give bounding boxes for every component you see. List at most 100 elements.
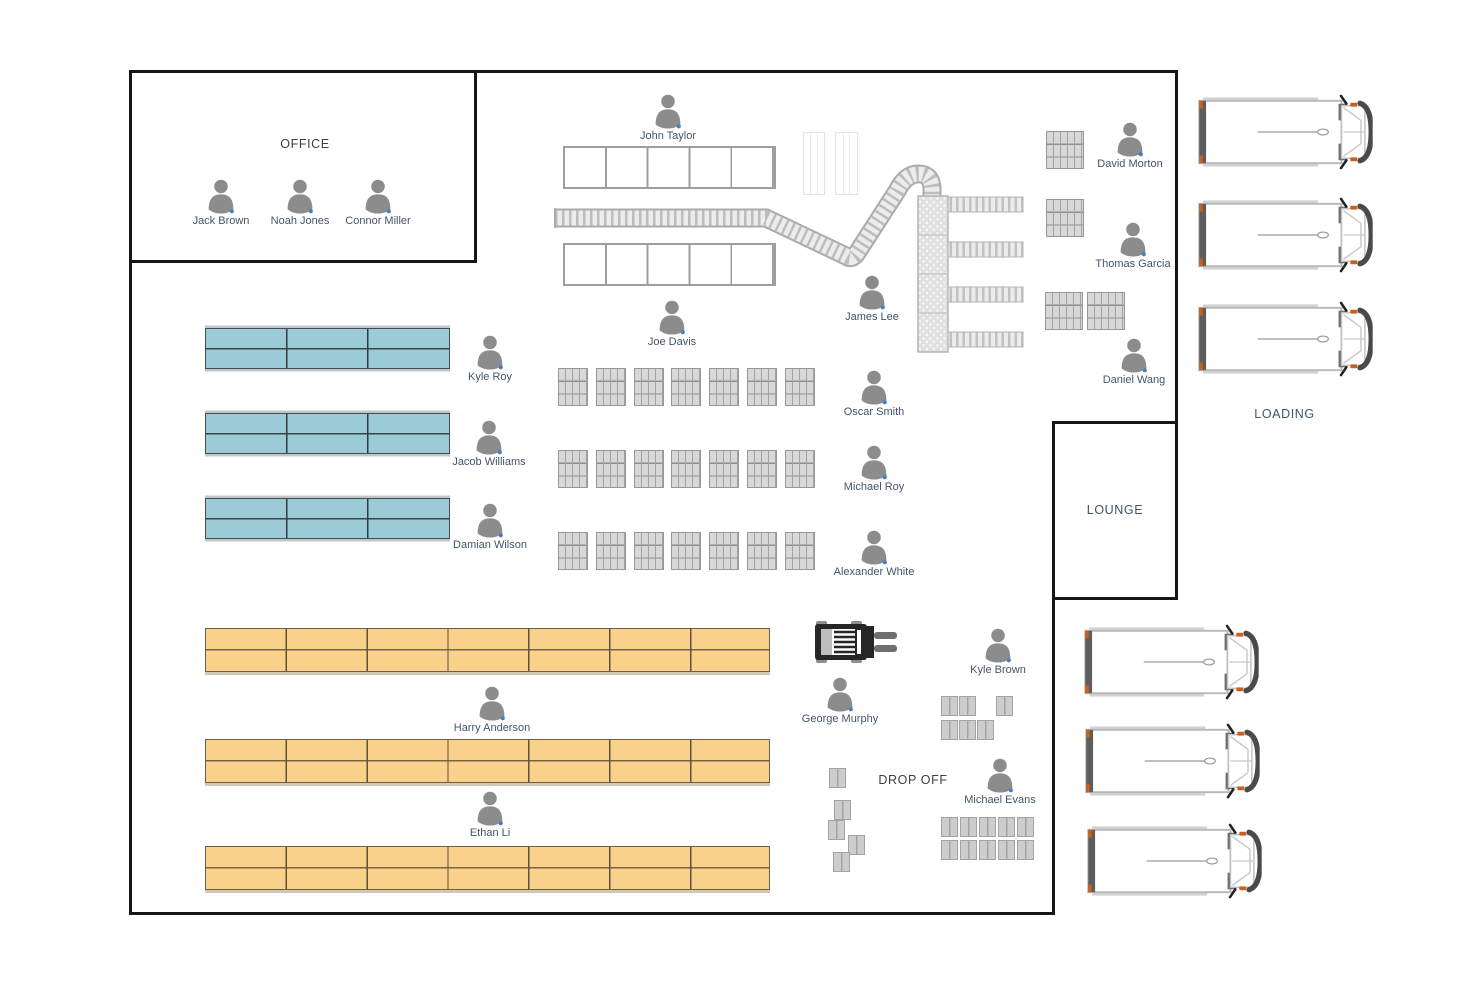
small-box[interactable] [941, 817, 958, 837]
floor-crate[interactable] [785, 368, 815, 406]
worker-michael-roy[interactable]: Michael Roy [814, 444, 934, 493]
small-box[interactable] [828, 820, 845, 840]
person-icon [859, 444, 889, 480]
small-box[interactable] [1017, 817, 1034, 837]
floor-crate[interactable] [634, 532, 664, 570]
drop-off-label: DROP OFF [878, 773, 948, 787]
floor-crate[interactable] [709, 450, 739, 488]
floor-crate[interactable] [558, 368, 588, 406]
truck[interactable] [1082, 723, 1262, 799]
person-name: Jacob Williams [452, 456, 526, 468]
wall-top [129, 70, 1178, 73]
small-box[interactable] [834, 800, 851, 820]
truck[interactable] [1084, 823, 1264, 899]
worker-john-taylor[interactable]: John Taylor [608, 93, 728, 142]
floor-crate[interactable] [596, 450, 626, 488]
person-icon [475, 502, 505, 538]
empty-pallet-outline[interactable] [835, 132, 858, 195]
truck[interactable] [1195, 197, 1375, 273]
worker-noah-jones[interactable]: Noah Jones [240, 178, 360, 227]
small-box[interactable] [979, 840, 996, 860]
truck[interactable] [1195, 301, 1375, 377]
side-pallet[interactable] [1087, 292, 1125, 330]
office-room[interactable] [129, 70, 477, 263]
white-shelf-row[interactable] [563, 243, 776, 286]
floor-crate[interactable] [709, 532, 739, 570]
small-box[interactable] [998, 817, 1015, 837]
small-box[interactable] [977, 720, 994, 740]
floor-crate[interactable] [671, 368, 701, 406]
person-icon [1119, 337, 1149, 373]
floor-crate[interactable] [709, 368, 739, 406]
lounge-room[interactable] [1052, 421, 1178, 600]
small-box[interactable] [998, 840, 1015, 860]
person-icon [206, 178, 236, 214]
floor-crate[interactable] [634, 368, 664, 406]
white-shelf-row[interactable] [563, 146, 776, 189]
conveyor-system[interactable] [540, 130, 1035, 360]
blue-rack[interactable] [205, 328, 450, 369]
roller-conveyor[interactable] [917, 195, 949, 353]
floor-crate[interactable] [596, 368, 626, 406]
small-box[interactable] [960, 817, 977, 837]
worker-harry-anderson[interactable]: Harry Anderson [432, 685, 552, 734]
worker-oscar-smith[interactable]: Oscar Smith [814, 369, 934, 418]
small-box[interactable] [979, 817, 996, 837]
person-icon [474, 419, 504, 455]
empty-pallet-outline[interactable] [803, 132, 825, 195]
worker-kyle-roy[interactable]: Kyle Roy [430, 334, 550, 383]
worker-george-murphy[interactable]: George Murphy [780, 676, 900, 725]
worker-daniel-wang[interactable]: Daniel Wang [1074, 337, 1194, 386]
blue-rack[interactable] [205, 498, 450, 539]
worker-connor-miller[interactable]: Connor Miller [318, 178, 438, 227]
worker-jack-brown[interactable]: Jack Brown [161, 178, 281, 227]
floor-crate[interactable] [747, 532, 777, 570]
small-box[interactable] [941, 840, 958, 860]
small-box[interactable] [959, 720, 976, 740]
side-pallet[interactable] [1045, 292, 1083, 330]
orange-rack[interactable] [205, 846, 770, 890]
floor-crate[interactable] [558, 450, 588, 488]
worker-james-lee[interactable]: James Lee [812, 274, 932, 323]
floor-crate[interactable] [747, 450, 777, 488]
side-pallet[interactable] [1046, 199, 1084, 237]
orange-rack[interactable] [205, 739, 770, 783]
small-box[interactable] [829, 768, 846, 788]
small-box[interactable] [996, 696, 1013, 716]
person-icon [363, 178, 393, 214]
truck[interactable] [1195, 94, 1375, 170]
orange-rack[interactable] [205, 628, 770, 672]
small-box[interactable] [959, 696, 976, 716]
wall-bottom [129, 912, 1055, 915]
worker-michael-evans[interactable]: Michael Evans [940, 757, 1060, 806]
blue-rack[interactable] [205, 413, 450, 454]
floor-crate[interactable] [558, 532, 588, 570]
small-box[interactable] [848, 835, 865, 855]
small-box[interactable] [941, 696, 958, 716]
person-name: Ethan Li [469, 827, 511, 839]
floor-crate[interactable] [634, 450, 664, 488]
floor-crate[interactable] [671, 532, 701, 570]
worker-joe-davis[interactable]: Joe Davis [612, 299, 732, 348]
worker-alexander-white[interactable]: Alexander White [814, 529, 934, 578]
worker-jacob-williams[interactable]: Jacob Williams [429, 419, 549, 468]
branch-conveyors[interactable] [947, 196, 1024, 348]
small-box[interactable] [941, 720, 958, 740]
worker-thomas-garcia[interactable]: Thomas Garcia [1073, 221, 1193, 270]
worker-ethan-li[interactable]: Ethan Li [430, 790, 550, 839]
curved-conveyor-belt[interactable] [554, 164, 942, 268]
side-pallet[interactable] [1046, 131, 1084, 169]
small-box[interactable] [960, 840, 977, 860]
small-box[interactable] [833, 852, 850, 872]
floor-crate[interactable] [785, 450, 815, 488]
floor-crate[interactable] [747, 368, 777, 406]
truck[interactable] [1081, 624, 1261, 700]
small-box[interactable] [1017, 840, 1034, 860]
worker-damian-wilson[interactable]: Damian Wilson [430, 502, 550, 551]
forklift[interactable] [813, 621, 897, 663]
worker-david-morton[interactable]: David Morton [1070, 121, 1190, 170]
floor-crate[interactable] [785, 532, 815, 570]
floor-crate[interactable] [596, 532, 626, 570]
worker-kyle-brown[interactable]: Kyle Brown [938, 627, 1058, 676]
floor-crate[interactable] [671, 450, 701, 488]
